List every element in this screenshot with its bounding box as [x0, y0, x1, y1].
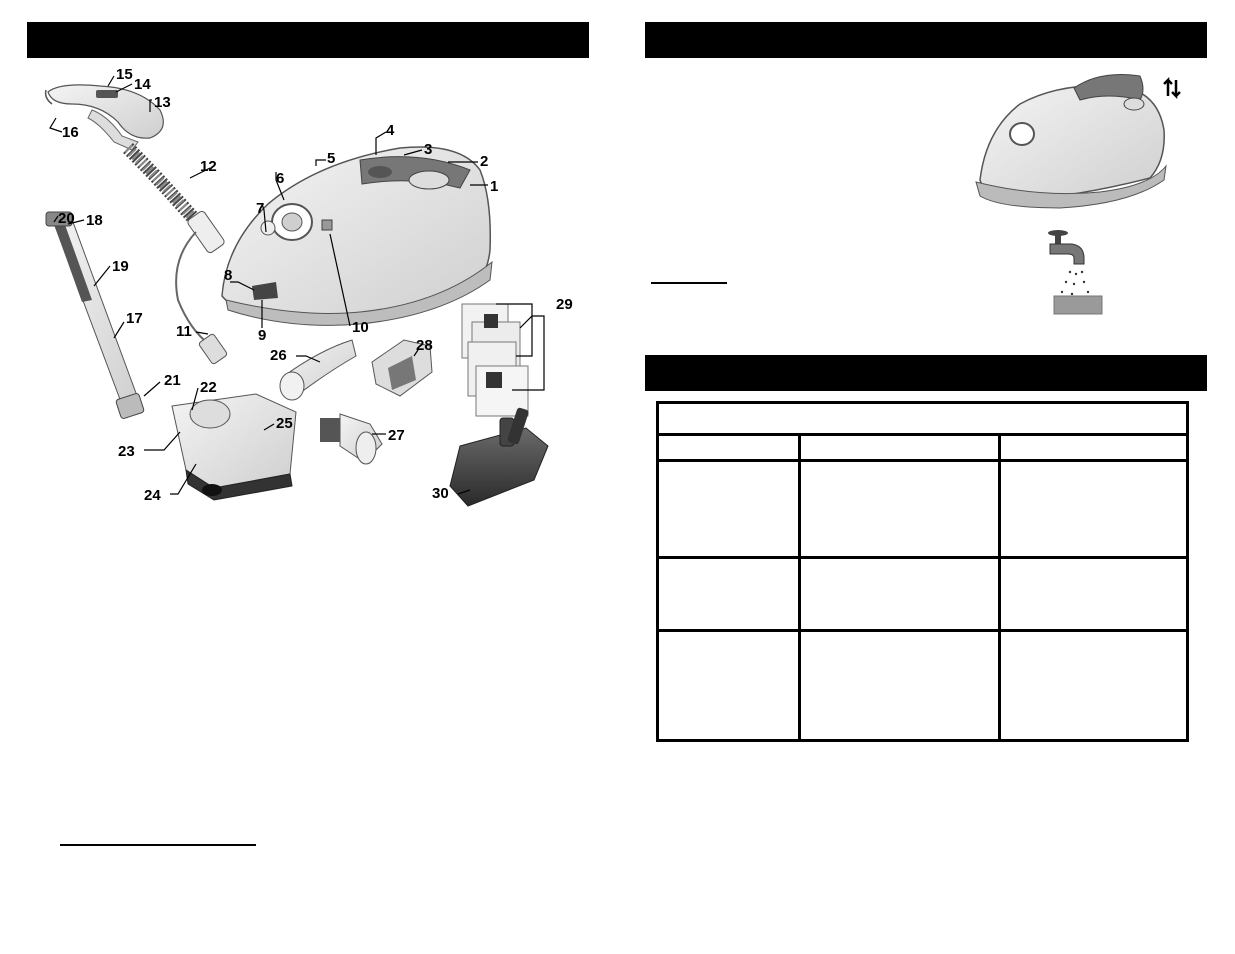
table-cell [801, 632, 1001, 739]
dusting-brush [320, 413, 383, 465]
header-cell-cause [801, 436, 1001, 459]
section-header-bar-filter [645, 22, 1207, 58]
table-cell [659, 462, 801, 556]
caution-underline [651, 282, 727, 284]
crevice-tool [279, 339, 357, 401]
callout-leaders [49, 75, 545, 495]
vacuum-lid-open [975, 74, 1167, 209]
table-cell [801, 462, 1001, 556]
header-cell-problem [659, 436, 801, 459]
section-underline [60, 844, 256, 846]
faucet-water-icon [1048, 230, 1090, 296]
table-row [659, 632, 1186, 739]
table-cell [659, 632, 801, 739]
up-down-arrows-icon [1163, 76, 1181, 100]
table-title-row [659, 404, 1186, 436]
vacuum-canister [221, 146, 493, 326]
table-cell [659, 559, 801, 629]
floor-brush [449, 407, 549, 507]
dust-bags [461, 303, 529, 417]
section-header-bar-troubleshooting [645, 355, 1207, 391]
upholstery-tool [371, 339, 433, 397]
table-row [659, 559, 1186, 632]
extension-wand [45, 211, 145, 419]
power-nozzle [171, 393, 297, 501]
troubleshooting-table [656, 401, 1189, 742]
table-cell [801, 559, 1001, 629]
table-header-row [659, 436, 1186, 462]
section-header-bar-parts [27, 22, 589, 58]
table-row [659, 462, 1186, 559]
hose [123, 143, 228, 365]
filter-pad [1053, 295, 1103, 315]
